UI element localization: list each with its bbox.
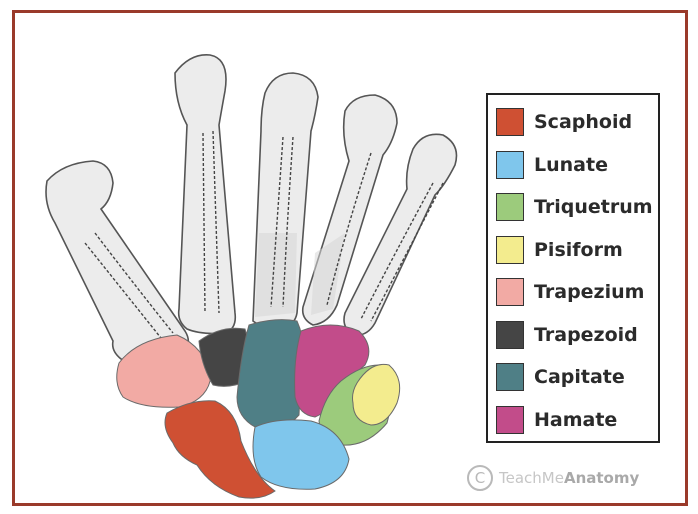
legend-item-pisiform: Pisiform <box>496 229 658 272</box>
legend-label-pisiform: Pisiform <box>534 239 623 261</box>
hamate-swatch <box>496 406 524 434</box>
metacarpal-2 <box>175 55 235 334</box>
copyright-icon: C <box>467 465 493 491</box>
figure-frame: Scaphoid Lunate Triquetrum Pisiform Trap… <box>12 10 688 506</box>
legend-label-triquetrum: Triquetrum <box>534 196 653 218</box>
legend-label-trapezoid: Trapezoid <box>534 324 638 346</box>
legend-box: Scaphoid Lunate Triquetrum Pisiform Trap… <box>486 93 660 443</box>
credit-brand-light: TeachMe <box>499 469 564 487</box>
legend-item-hamate: Hamate <box>496 399 658 442</box>
legend-label-hamate: Hamate <box>534 409 617 431</box>
legend-item-trapezium: Trapezium <box>496 271 658 314</box>
legend-item-scaphoid: Scaphoid <box>496 101 658 144</box>
legend-item-capitate: Capitate <box>496 356 658 399</box>
lunate-swatch <box>496 151 524 179</box>
capitate-bone <box>237 320 303 430</box>
legend-item-lunate: Lunate <box>496 144 658 187</box>
scaphoid-swatch <box>496 108 524 136</box>
legend-label-capitate: Capitate <box>534 366 625 388</box>
capitate-swatch <box>496 363 524 391</box>
legend-item-trapezoid: Trapezoid <box>496 314 658 357</box>
pisiform-swatch <box>496 236 524 264</box>
legend-label-trapezium: Trapezium <box>534 281 644 303</box>
legend-item-triquetrum: Triquetrum <box>496 186 658 229</box>
legend-label-scaphoid: Scaphoid <box>534 111 632 133</box>
legend-label-lunate: Lunate <box>534 154 608 176</box>
triquetrum-swatch <box>496 193 524 221</box>
trapezoid-swatch <box>496 321 524 349</box>
credit-brand-bold: Anatomy <box>564 469 639 487</box>
trapezium-swatch <box>496 278 524 306</box>
